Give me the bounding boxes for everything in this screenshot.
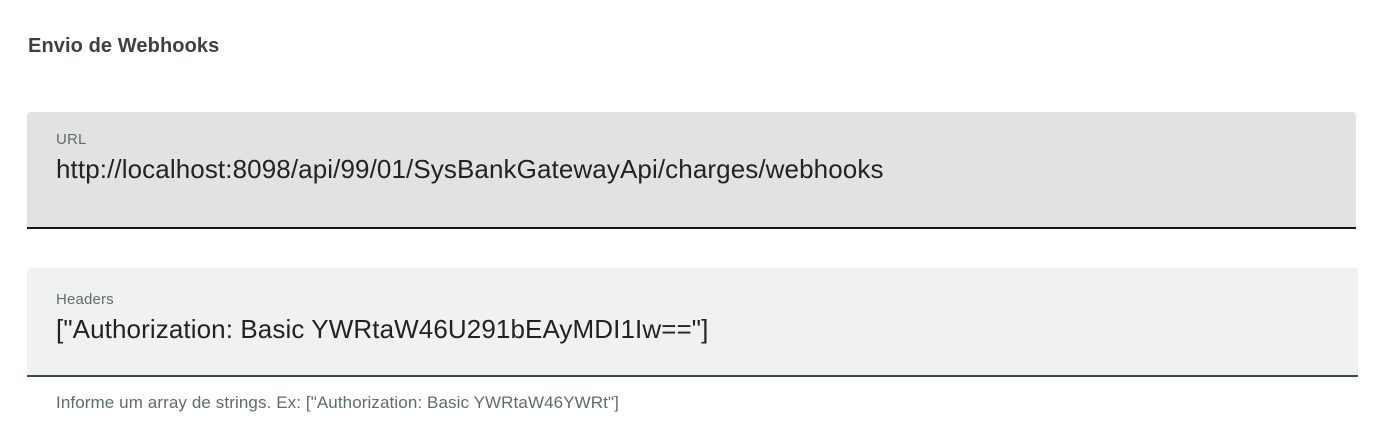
headers-field-content: Headers ["Authorization: Basic YWRtaW46U… <box>27 268 1358 375</box>
headers-field-underline <box>27 375 1358 377</box>
url-field-label: URL <box>56 131 87 148</box>
url-field-content: URL http://localhost:8098/api/99/01/SysB… <box>27 112 1356 227</box>
url-text-field[interactable]: URL http://localhost:8098/api/99/01/SysB… <box>27 112 1356 229</box>
url-field-underline <box>27 227 1356 229</box>
headers-field-label: Headers <box>56 291 114 308</box>
headers-helper-text: Informe um array de strings. Ex: ["Autho… <box>56 393 619 412</box>
url-input[interactable]: http://localhost:8098/api/99/01/SysBankG… <box>56 154 884 184</box>
headers-input[interactable]: ["Authorization: Basic YWRtaW46U291bEAyM… <box>56 314 709 344</box>
headers-text-field[interactable]: Headers ["Authorization: Basic YWRtaW46U… <box>27 268 1358 377</box>
page-title: Envio de Webhooks <box>28 35 220 57</box>
